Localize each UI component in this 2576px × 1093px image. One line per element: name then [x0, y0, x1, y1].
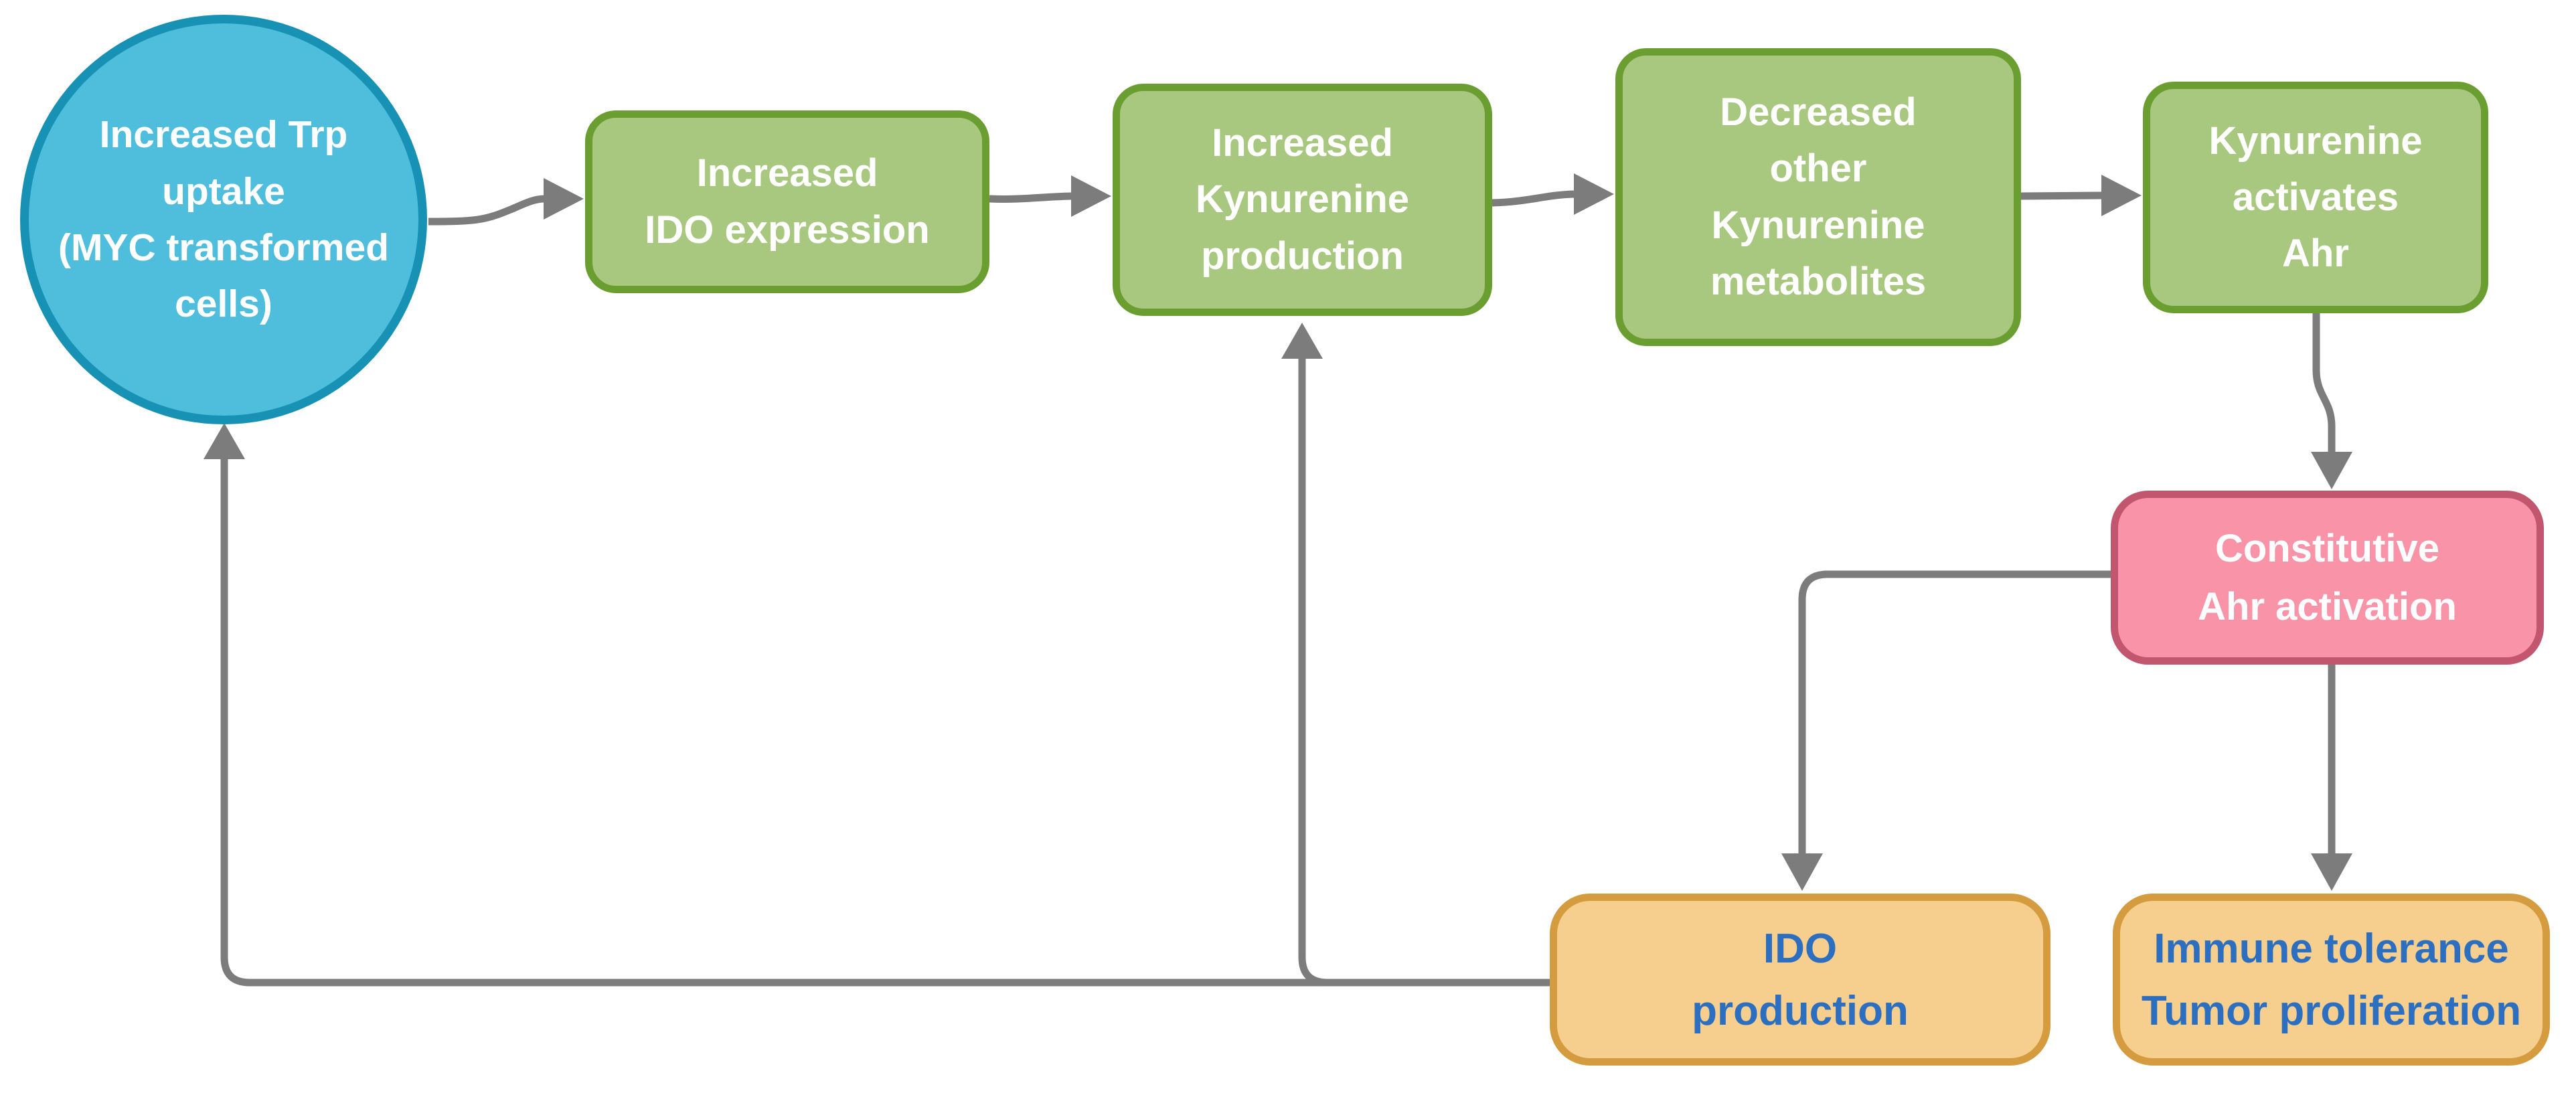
- node-constitutive-ahr-activation: Constitutive Ahr activation: [2111, 491, 2544, 665]
- arrow-ido-production-to-trp-uptake: [204, 423, 1550, 987]
- node-increased-kynurenine-production-label: Increased Kynurenine production: [1195, 121, 1410, 278]
- node-kynurenine-activates-ahr: Kynurenine activates Ahr: [2143, 82, 2488, 313]
- node-kynurenine-activates-ahr-label: Kynurenine activates Ahr: [2208, 118, 2423, 276]
- node-increased-trp-uptake: Increased Trp uptake (MYC transformed ce…: [20, 15, 427, 424]
- node-immune-tolerance-tumor-proliferation-label: Immune tolerance Tumor proliferation: [2141, 925, 2522, 1034]
- arrow-ahr-activation-to-ido-production: [1781, 570, 2111, 891]
- node-ido-production-label: IDO production: [1692, 925, 1909, 1034]
- node-decreased-other-kynurenine-metabolites: Decreased other Kynurenine metabolites: [1615, 48, 2021, 346]
- arrow-ahr-activation-to-immune: [2311, 665, 2352, 891]
- arrow-metabolites-to-kyn-ahr: [2020, 175, 2142, 216]
- node-increased-ido-expression: Increased IDO expression: [585, 110, 989, 293]
- node-increased-trp-uptake-label: Increased Trp uptake (MYC transformed ce…: [58, 113, 390, 326]
- node-ido-production: IDO production: [1550, 894, 2050, 1066]
- arrow-trp-to-ido-expression: [428, 178, 584, 226]
- node-increased-kynurenine-production: Increased Kynurenine production: [1113, 84, 1492, 316]
- arrow-ido-production-to-kyn-production: [1281, 323, 1328, 987]
- arrow-kyn-production-to-metabolites: [1492, 173, 1614, 215]
- node-immune-tolerance-tumor-proliferation: Immune tolerance Tumor proliferation: [2113, 894, 2550, 1066]
- arrow-kyn-ahr-to-ahr-activation: [2311, 313, 2352, 489]
- arrow-ido-expression-to-kyn-production: [989, 175, 1111, 217]
- node-increased-ido-expression-label: Increased IDO expression: [645, 151, 930, 252]
- node-decreased-other-kynurenine-metabolites-label: Decreased other Kynurenine metabolites: [1710, 90, 1927, 303]
- node-constitutive-ahr-activation-label: Constitutive Ahr activation: [2198, 527, 2457, 628]
